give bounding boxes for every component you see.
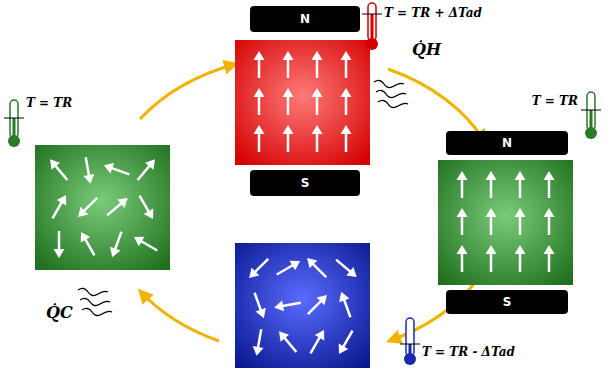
demagnetized-cold-material [235,243,370,368]
magnet-north: N [446,131,568,155]
pole-letter: S [301,176,310,190]
thermometer-ambient-right [581,92,601,139]
heat-flow-label: Q̇C [44,303,75,322]
magnetized-hot-material [235,40,370,165]
temperature-label: T = TR - ΔTad [420,345,517,359]
temperature-label: T = TR + ΔTad [382,6,484,20]
magnet-north: N [250,6,360,32]
magnetized-ambient-material [438,160,573,285]
temperature-label: T = TR [530,94,580,108]
heat-flow-label: Q̇H [410,40,443,59]
pole-letter: N [502,136,512,150]
thermometer-hot [362,3,382,50]
pole-letter: N [300,12,310,26]
temperature-label: T = TR [24,96,74,110]
demagnetized-ambient-material [35,145,170,270]
thermometer-ambient-left [4,100,24,147]
magnet-south: S [250,170,360,196]
magnet-south: S [446,290,568,314]
pole-letter: S [503,295,512,309]
thermometer-cold [400,318,420,365]
